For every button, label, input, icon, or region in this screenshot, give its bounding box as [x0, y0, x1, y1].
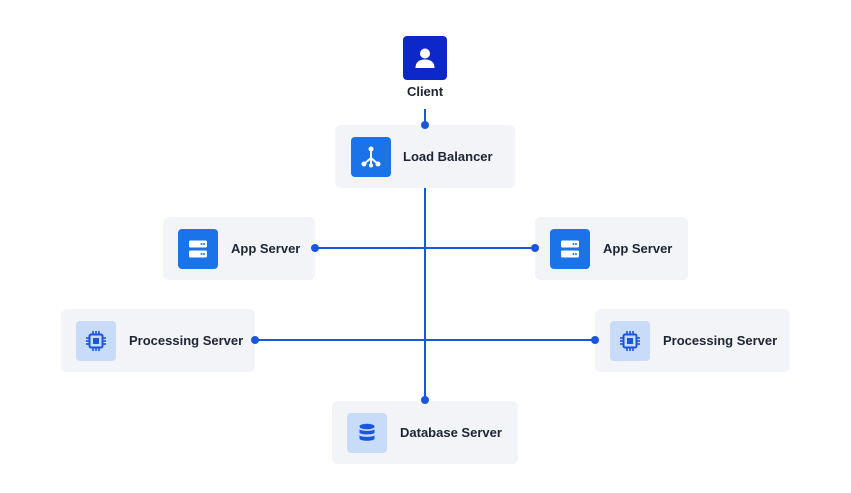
database-server-label: Database Server	[400, 425, 502, 440]
load-balancer-node[interactable]: Load Balancer	[335, 125, 515, 188]
app-server-left-node[interactable]: App Server	[163, 217, 315, 280]
processing-server-left-node[interactable]: Processing Server	[61, 309, 255, 372]
load-balancer-icon-tile	[351, 136, 391, 177]
processing-server-left-icon-tile	[76, 320, 116, 361]
processing-server-right-node[interactable]: Processing Server	[595, 309, 790, 372]
database-icon	[359, 423, 375, 441]
server-icon	[561, 240, 579, 257]
database-server-icon-tile	[347, 412, 387, 453]
app-server-right-icon-tile	[550, 228, 590, 269]
database-server-node[interactable]: Database Server	[332, 401, 518, 464]
load-balancer-label: Load Balancer	[403, 149, 493, 164]
client-label: Client	[406, 84, 444, 99]
app-server-right-label: App Server	[603, 241, 673, 256]
cpu-chip-icon	[620, 330, 640, 351]
app-server-right-node[interactable]: App Server	[535, 217, 688, 280]
user-icon	[415, 48, 435, 68]
processing-server-left-label: Processing Server	[129, 333, 244, 348]
app-server-left-icon-tile	[178, 228, 218, 269]
network-share-icon	[361, 146, 381, 167]
server-icon	[189, 240, 207, 257]
processing-server-right-icon-tile	[610, 320, 650, 361]
app-server-left-label: App Server	[231, 241, 301, 256]
processing-server-right-label: Processing Server	[663, 333, 778, 348]
cpu-chip-icon	[86, 330, 106, 351]
client-icon-box	[403, 36, 447, 80]
